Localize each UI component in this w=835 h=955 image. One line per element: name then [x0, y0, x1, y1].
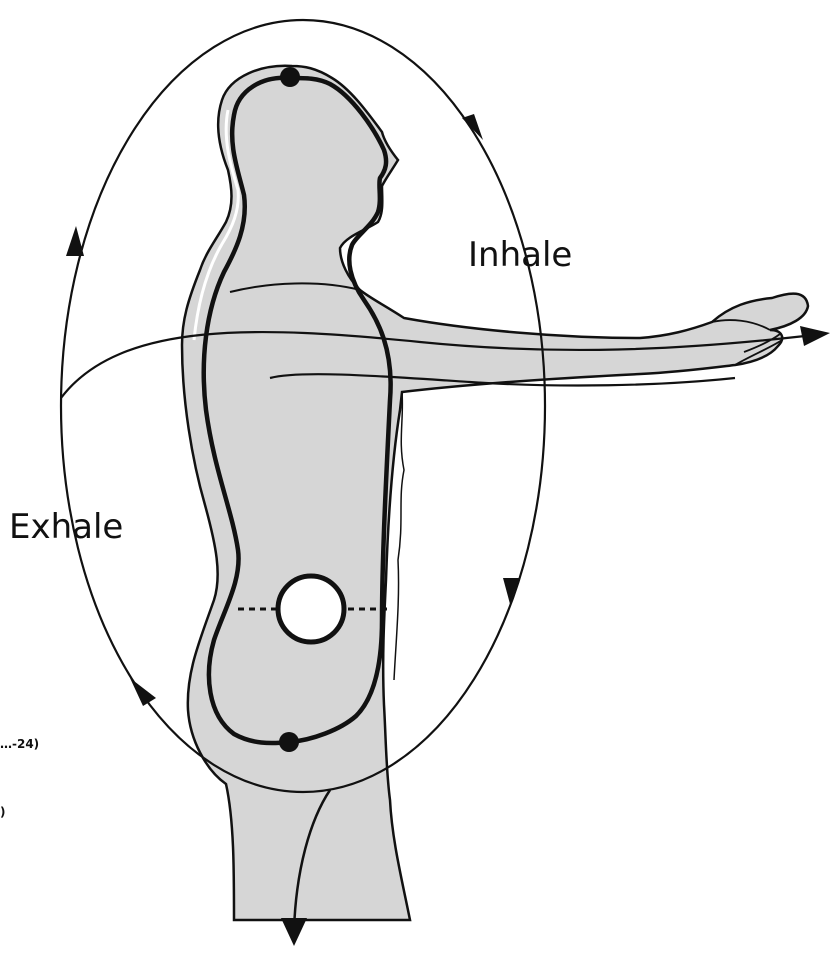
arrow-right-icon [800, 326, 830, 346]
body-silhouette [182, 66, 808, 920]
human-figure [182, 66, 808, 920]
crown-point-dot [280, 67, 300, 87]
exhale-label: Exhale [9, 507, 123, 547]
inhale-label: Inhale [468, 235, 572, 275]
partial-caption-1: …-24) [0, 737, 39, 751]
arrow-left-up-icon [66, 226, 84, 256]
navel-circle [278, 576, 344, 642]
arrow-top-right-icon [462, 114, 483, 140]
down-arrow-icon [281, 918, 307, 946]
perineum-point-dot [279, 732, 299, 752]
arrow-bottom-left-icon [130, 678, 156, 706]
partial-caption-2: ) [0, 805, 5, 819]
